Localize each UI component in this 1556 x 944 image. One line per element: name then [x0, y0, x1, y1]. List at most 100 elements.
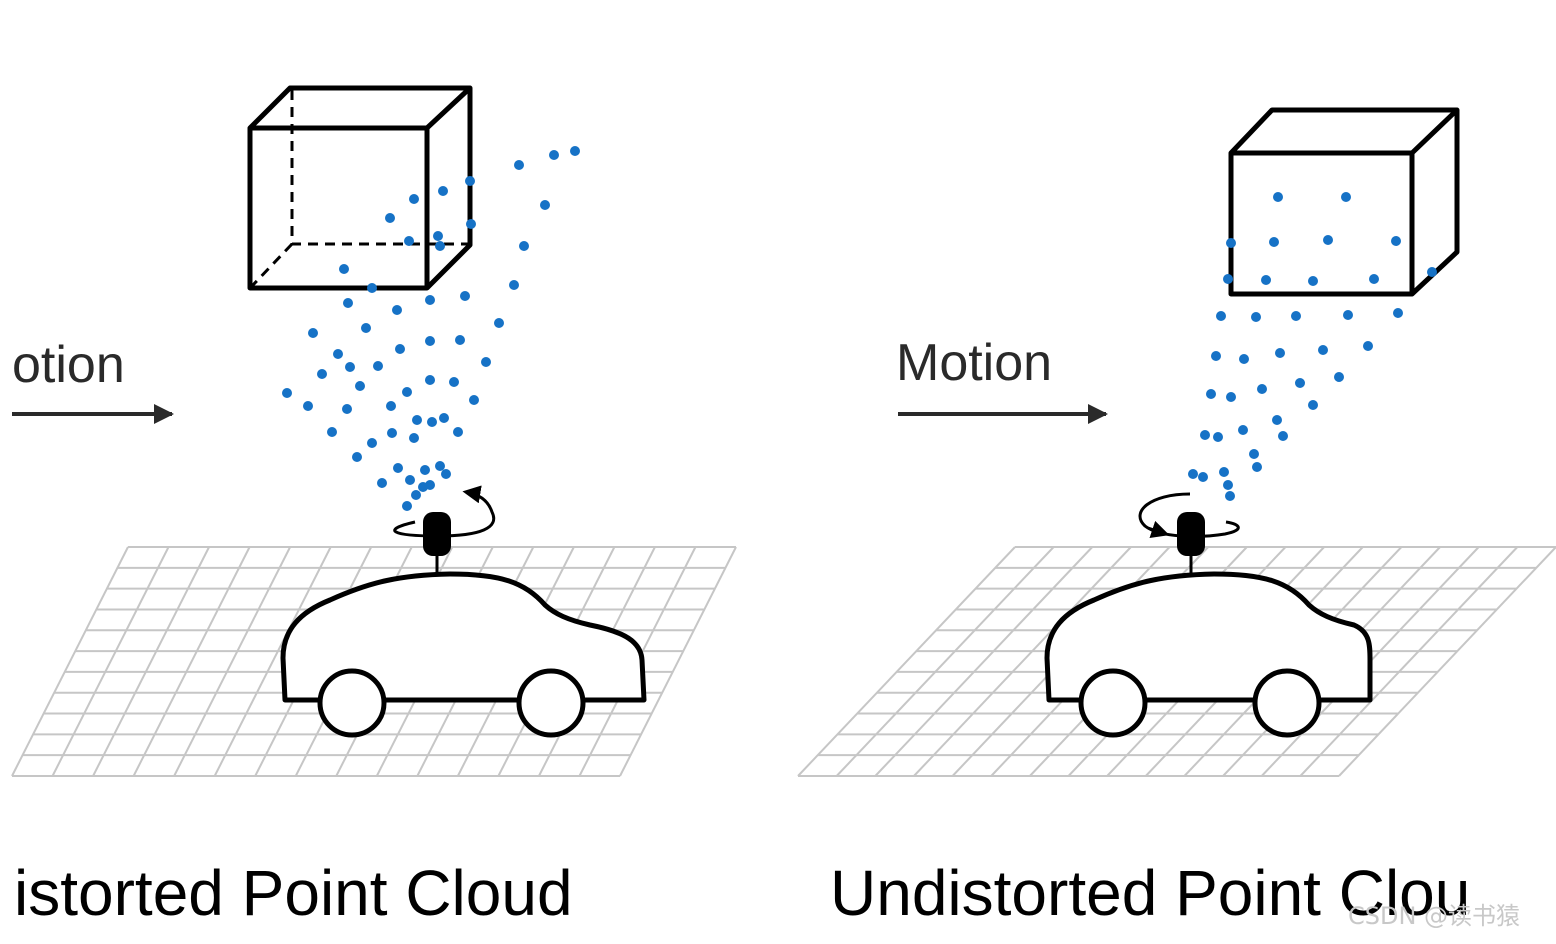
right-lidar-point — [1188, 469, 1198, 479]
left-lidar-point — [418, 482, 428, 492]
left-lidar-point — [355, 381, 365, 391]
right-caption: Undistorted Point Clou — [830, 857, 1470, 929]
left-lidar-point — [367, 283, 377, 293]
left-lidar-point — [449, 377, 459, 387]
right-lidar-point — [1223, 274, 1233, 284]
right-grid-line — [1299, 546, 1519, 777]
left-lidar-point — [343, 298, 353, 308]
right-lidar-point — [1238, 425, 1248, 435]
right-lidar-point — [1219, 467, 1229, 477]
right-lidar-point — [1211, 351, 1221, 361]
right-lidar-point — [1295, 378, 1305, 388]
left-panel: otion istorted Point Cloud — [11, 85, 737, 929]
right-lidar-point — [1226, 238, 1236, 248]
right-lidar-point — [1323, 235, 1333, 245]
left-lidar-point — [317, 369, 327, 379]
right-lidar-point — [1213, 432, 1223, 442]
right-lidar-point — [1261, 275, 1271, 285]
right-lidar-point — [1200, 430, 1210, 440]
left-lidar-point — [466, 219, 476, 229]
left-lidar-point — [425, 375, 435, 385]
right-lidar-point — [1308, 276, 1318, 286]
left-lidar-point — [395, 344, 405, 354]
right-motion-label: Motion — [896, 334, 1052, 392]
left-lidar-point — [441, 469, 451, 479]
left-lidar-point — [385, 213, 395, 223]
left-lidar-point — [549, 150, 559, 160]
left-caption: istorted Point Cloud — [14, 857, 573, 929]
right-lidar-point — [1269, 237, 1279, 247]
right-lidar-point — [1223, 480, 1233, 490]
left-grid-line — [11, 546, 129, 777]
right-lidar-point — [1391, 236, 1401, 246]
left-lidar-point — [327, 427, 337, 437]
right-grid-line — [874, 546, 1094, 777]
left-lidar-point — [377, 478, 387, 488]
left-lidar-point — [386, 401, 396, 411]
right-grid-line — [797, 546, 1016, 777]
left-lidar-point — [570, 146, 580, 156]
right-lidar-point — [1251, 312, 1261, 322]
left-grid-line — [51, 546, 170, 777]
left-lidar-point — [425, 336, 435, 346]
right-panel: Motion Undistorted Point Clou — [797, 107, 1556, 929]
left-lidar-point — [339, 264, 349, 274]
left-lidar-point — [333, 349, 343, 359]
right-lidar-sensor-icon — [1177, 512, 1205, 556]
left-grid-line — [173, 546, 292, 777]
left-lidar-point — [303, 401, 313, 411]
left-lidar-point — [453, 427, 463, 437]
left-lidar-point — [405, 475, 415, 485]
right-lidar-point — [1278, 431, 1288, 441]
left-car-icon — [280, 571, 647, 738]
left-lidar-point — [282, 388, 292, 398]
right-lidar-point — [1239, 354, 1249, 364]
right-lidar-point — [1198, 472, 1208, 482]
right-lidar-point — [1308, 400, 1318, 410]
right-lidar-point — [1216, 311, 1226, 321]
right-lidar-point — [1363, 341, 1373, 351]
left-lidar-point — [509, 280, 519, 290]
left-grid-line — [213, 546, 332, 777]
left-lidar-point — [409, 194, 419, 204]
left-lidar-point — [404, 236, 414, 246]
right-lidar-point — [1252, 462, 1262, 472]
right-car-icon — [1044, 571, 1373, 738]
left-lidar-point — [420, 465, 430, 475]
left-lidar-point — [392, 305, 402, 315]
left-lidar-point — [435, 461, 445, 471]
left-lidar-point — [373, 361, 383, 371]
left-lidar-point — [540, 200, 550, 210]
left-lidar-point — [455, 335, 465, 345]
right-lidar-point — [1369, 274, 1379, 284]
right-lidar-point — [1273, 192, 1283, 202]
right-cube-icon — [1228, 107, 1460, 297]
right-rotation-arrow-icon — [1138, 492, 1240, 538]
right-lidar-point — [1226, 392, 1236, 402]
right-lidar-point — [1272, 415, 1282, 425]
left-lidar-point — [438, 186, 448, 196]
left-lidar-point — [361, 323, 371, 333]
left-lidar-point — [367, 438, 377, 448]
left-lidar-point — [460, 291, 470, 301]
right-lidar-point — [1334, 372, 1344, 382]
left-lidar-point — [494, 318, 504, 328]
right-lidar-point — [1318, 345, 1328, 355]
right-lidar-point — [1257, 384, 1267, 394]
left-lidar-point — [352, 452, 362, 462]
left-lidar-point — [345, 362, 355, 372]
right-lidar-point — [1393, 308, 1403, 318]
right-lidar-point — [1427, 267, 1437, 277]
left-lidar-point — [412, 415, 422, 425]
right-lidar-point — [1225, 491, 1235, 501]
right-grid-line — [1338, 546, 1556, 777]
right-lidar-point — [1341, 192, 1351, 202]
left-lidar-point — [402, 387, 412, 397]
left-grid-line — [92, 546, 210, 777]
left-point-cloud — [282, 146, 580, 511]
left-lidar-point — [519, 241, 529, 251]
left-lidar-point — [402, 501, 412, 511]
left-lidar-point — [393, 463, 403, 473]
left-lidar-point — [387, 428, 397, 438]
